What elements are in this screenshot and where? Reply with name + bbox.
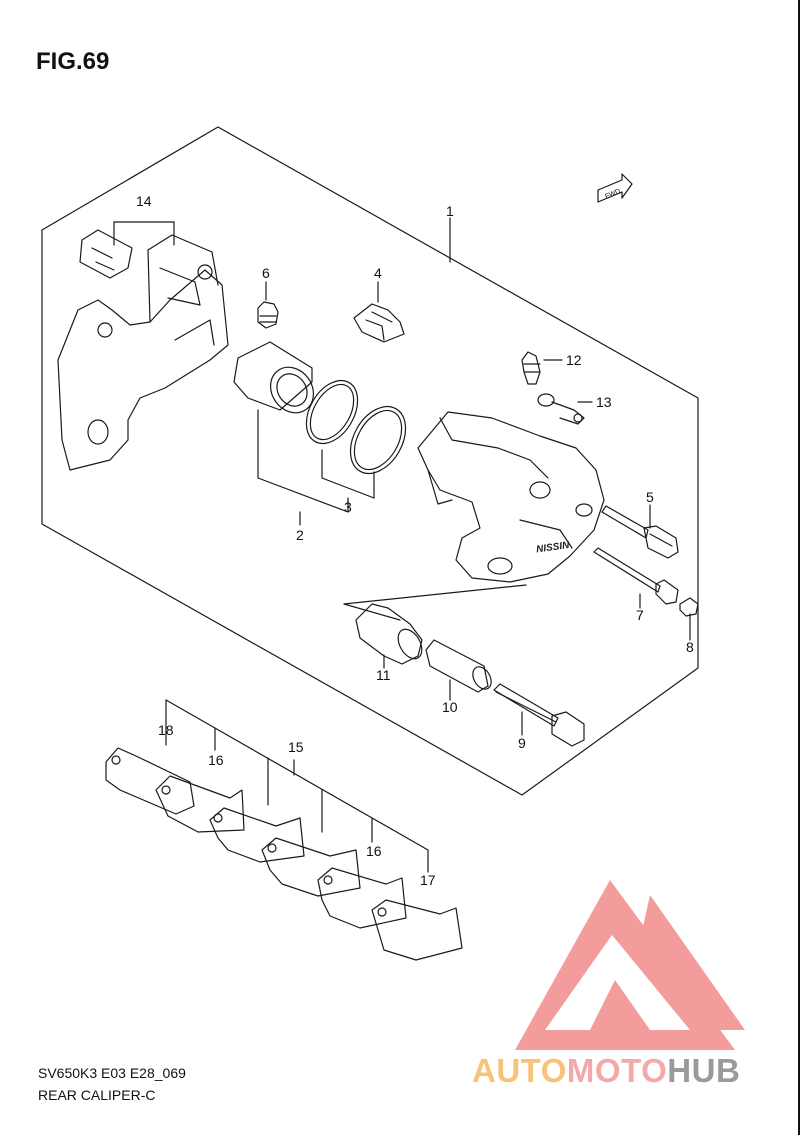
forward-tag: FWD <box>604 188 621 200</box>
callout-13: 13 <box>596 394 612 410</box>
page-edge-line <box>798 0 800 1135</box>
pin-sleeve <box>425 639 492 693</box>
pin-boot <box>355 603 423 665</box>
callout-16a: 16 <box>208 752 224 768</box>
bleeder-cap <box>257 301 279 329</box>
callout-18: 18 <box>158 722 174 738</box>
callout-1: 1 <box>446 203 454 219</box>
piston <box>233 341 314 414</box>
forward-arrow-icon <box>597 173 633 203</box>
watermark-text: AUTOMOTOHUB <box>472 1052 740 1090</box>
callout-12: 12 <box>566 352 582 368</box>
callout-11: 11 <box>376 667 391 683</box>
callout-15: 15 <box>288 739 304 755</box>
caliper-bracket <box>57 229 229 471</box>
callout-6: 6 <box>262 265 270 281</box>
callout-7: 7 <box>636 607 644 623</box>
caliper-body <box>417 411 605 583</box>
figure-title: FIG.69 <box>36 48 110 75</box>
assembly-frame <box>41 126 699 796</box>
callout-2: 2 <box>296 527 304 543</box>
callout-5: 5 <box>646 489 654 505</box>
callout-14: 14 <box>136 193 152 209</box>
pad-spring <box>353 303 405 343</box>
callout-4: 4 <box>374 265 382 281</box>
piston-seals <box>305 379 407 475</box>
callout-17: 17 <box>420 872 436 888</box>
figure-code: SV650K3 E03 E28_069 <box>38 1065 186 1081</box>
mounting-bolt <box>493 683 585 747</box>
watermark-part-moto: MOTO <box>566 1052 668 1089</box>
pin-cap-8 <box>679 597 699 617</box>
figure-name: REAR CALIPER-C <box>38 1087 156 1103</box>
watermark-part-hub: HUB <box>667 1052 741 1089</box>
watermark-logo <box>515 880 745 1050</box>
caliper-pin-5 <box>601 505 679 559</box>
retainer-plate <box>537 393 585 425</box>
callout-9: 9 <box>518 735 526 751</box>
bleeder-valve <box>521 351 541 385</box>
callout-10: 10 <box>442 699 458 715</box>
brake-pads <box>105 747 463 961</box>
caliper-brand-mark: NISSIN <box>535 540 570 556</box>
callout-8: 8 <box>686 639 694 655</box>
callout-16b: 16 <box>366 843 382 859</box>
callout-labels: 1 2 3 4 5 6 7 8 9 10 11 12 13 14 15 16 1… <box>136 193 694 888</box>
callout-lines <box>113 217 691 873</box>
watermark-part-auto: AUTO <box>472 1052 567 1089</box>
caliper-pin-7 <box>593 547 679 605</box>
callout-3: 3 <box>344 499 352 515</box>
